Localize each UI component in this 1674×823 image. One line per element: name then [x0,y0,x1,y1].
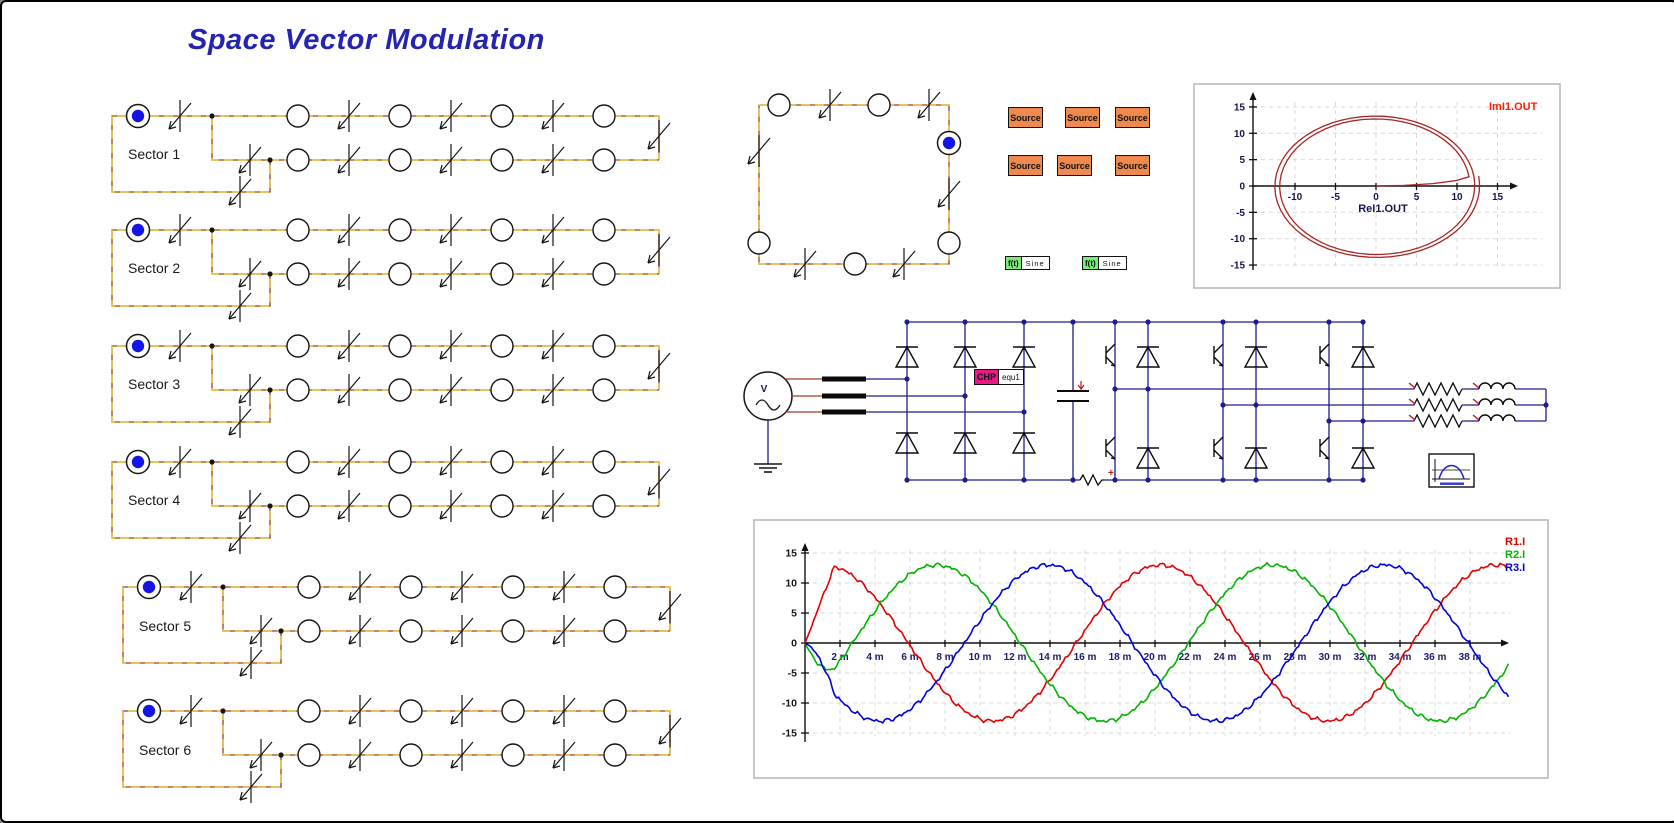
wave-ytick-label: 0 [791,638,797,650]
square-loop-circuit[interactable] [747,89,962,280]
source-block[interactable]: Source [1008,107,1043,128]
sector-1-label[interactable]: Sector 1 [128,146,181,162]
scope-sine-icon [1438,464,1465,480]
source-block[interactable]: Source [1115,155,1150,176]
ft-value: Sine [1102,258,1122,268]
xy-plot-legend: ImI1.OUT [1489,101,1538,113]
wave-xtick-label: 26 m [1249,652,1272,663]
wave-legend-r1: R1.I [1505,536,1526,548]
wave-xtick-label: 20 m [1144,652,1167,663]
sector-5-label[interactable]: Sector 5 [139,618,192,634]
scope-block[interactable] [1428,453,1475,488]
wave-xtick-label: 12 m [1004,652,1027,663]
chp-equation-block[interactable]: CHP equ1 [974,369,1024,385]
wave-xtick-label: 10 m [969,652,992,663]
sector-3-label[interactable]: Sector 3 [128,376,181,392]
sector-circuits[interactable] [111,100,682,803]
xy-xaxis-label: ReI1.OUT [1358,203,1408,215]
wave-xtick-label: 16 m [1074,652,1097,663]
xy-ytick-label: 0 [1239,182,1245,193]
wave-curve-R3.I [804,562,1510,724]
v-source-label: V [761,384,768,395]
xy-xtick-label: -5 [1331,192,1340,203]
wave-xtick-label: 18 m [1109,652,1132,663]
ft-tag: f(t) [1083,257,1099,269]
sector-circuit[interactable] [111,100,671,208]
wave-ytick-label: -15 [782,728,797,740]
sector-circuit[interactable] [111,446,671,554]
wave-ytick-label: 5 [791,608,797,620]
wave-ytick-label: -5 [788,668,797,680]
current-waveform-plot[interactable]: 15 10 5 0 -5 -10 -15 2 m 4 m 6 m 8 m 10 m 12 m 14 m 16… [753,519,1549,779]
wave-xtick-label: 4 m [866,652,883,663]
source-block[interactable]: Source [1008,155,1043,176]
ft-tag: f(t) [1006,257,1022,269]
source-block[interactable]: Source [1115,107,1150,128]
source-block[interactable]: Source [1065,107,1100,128]
sector-2-label[interactable]: Sector 2 [128,260,181,276]
wave-xtick-label: 34 m [1389,652,1412,663]
xy-xtick-label: 5 [1414,192,1420,203]
xy-xtick-label: 15 [1492,192,1504,203]
wave-xtick-label: 28 m [1284,652,1307,663]
xy-xtick-label: -10 [1288,192,1303,203]
wave-xtick-label: 32 m [1354,652,1377,663]
xy-trajectory-curve [1274,115,1481,259]
shunt-plus-mark: + [1108,468,1114,479]
sector-4-label[interactable]: Sector 4 [128,492,181,508]
wave-xtick-label: 38 m [1459,652,1482,663]
xy-ytick-label: -5 [1236,208,1245,219]
sector-circuit[interactable] [111,330,671,438]
wave-xtick-label: 22 m [1179,652,1202,663]
wave-ytick-label: -10 [782,698,797,710]
xy-xtick-label: 0 [1373,192,1379,203]
wave-curve-R1.I [804,562,1509,724]
wave-xtick-label: 14 m [1039,652,1062,663]
xy-ytick-label: -10 [1231,234,1246,245]
wave-ytick-label: 10 [785,578,797,590]
wave-xtick-label: 30 m [1319,652,1342,663]
sector-6-label[interactable]: Sector 6 [139,742,192,758]
sine-function-block[interactable]: f(t) Sine [1005,256,1050,270]
page-title[interactable]: Space Vector Modulation [188,24,545,56]
power-converter-circuit[interactable]: V+ [743,319,1549,487]
xy-ytick-label: 10 [1234,129,1246,140]
ft-value: Sine [1025,258,1045,268]
wave-legend-r2: R2.I [1505,549,1526,561]
sector-circuit[interactable] [111,214,671,322]
sector-circuit[interactable] [122,695,682,803]
xy-ytick-label: -15 [1231,261,1246,272]
wave-xtick-label: 36 m [1424,652,1447,663]
sine-function-block[interactable]: f(t) Sine [1082,256,1127,270]
xy-xtick-label: 10 [1451,192,1463,203]
xy-ytick-label: 5 [1239,155,1245,166]
chp-equation-name: equ1 [998,370,1023,384]
chp-tag: CHP [975,370,999,384]
xy-ytick-label: 15 [1234,102,1246,113]
wave-curve-R2.I [804,561,1510,724]
wave-xtick-label: 6 m [901,652,918,663]
source-block[interactable]: Source [1057,155,1092,176]
wave-xtick-label: 24 m [1214,652,1237,663]
wave-legend-r3: R3.I [1505,562,1526,574]
wave-xtick-label: 8 m [936,652,953,663]
wave-xtick-label: 2 m [831,652,848,663]
wave-ytick-label: 15 [785,548,797,560]
sector-circuit[interactable] [122,571,682,679]
